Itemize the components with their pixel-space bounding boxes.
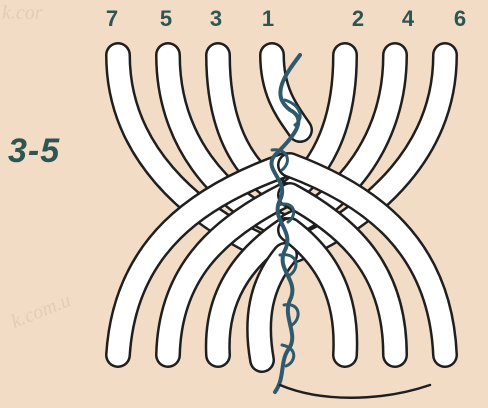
strand-number-4: 4 bbox=[398, 6, 418, 32]
bottom-arc bbox=[280, 385, 430, 398]
strand-number-1: 1 bbox=[258, 6, 278, 32]
center-strand-1 bbox=[272, 55, 300, 130]
step-label: 3-5 bbox=[8, 132, 60, 171]
strand-number-7: 7 bbox=[102, 6, 122, 32]
strand-number-2: 2 bbox=[348, 6, 368, 32]
strand-number-6: 6 bbox=[450, 6, 470, 32]
strand-number-3: 3 bbox=[206, 6, 226, 32]
strand-number-5: 5 bbox=[156, 6, 176, 32]
